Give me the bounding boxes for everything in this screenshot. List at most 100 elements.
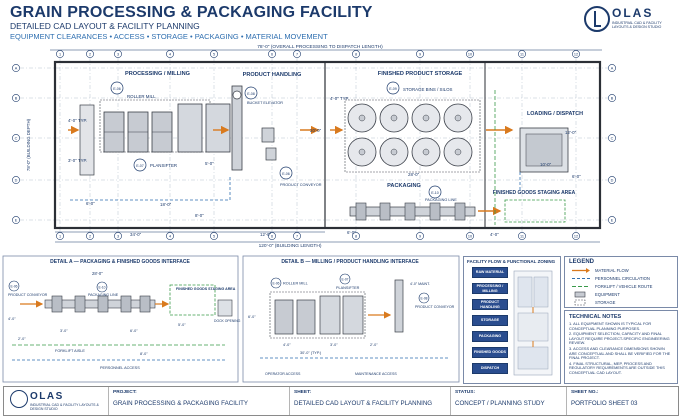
dim-4-bottom: 4'-0" — [490, 232, 499, 237]
grid-label: 2 — [89, 53, 91, 57]
grid-label: 12 — [574, 53, 578, 57]
technical-notes: TECHNICAL NOTES 1. ALL EQUIPMENT SHOWN I… — [564, 310, 678, 384]
detail-a-personnel: PERSONNEL ACCESS — [100, 366, 140, 370]
grid-bubble — [572, 232, 580, 240]
silo-outlet — [358, 148, 366, 156]
grid-label: 11 — [520, 235, 524, 239]
truck — [525, 133, 563, 167]
title-block-status: STATUS: CONCEPT / PLANNING STUDY — [451, 387, 567, 415]
dim-6-loading: 6'-0" — [572, 174, 581, 179]
grid-label: D — [15, 179, 18, 183]
grid-bubble — [608, 94, 616, 102]
grid-bubble — [268, 232, 276, 240]
flow-step-finished: FINISHED GOODS — [472, 347, 508, 358]
grid-bubble — [114, 50, 122, 58]
grid-label: 11 — [520, 53, 524, 57]
detail-b-sifter-name: PLANSIFTER — [336, 286, 360, 290]
grid-bubble — [572, 50, 580, 58]
grid-label: 1 — [59, 235, 61, 239]
grid-bubble — [268, 50, 276, 58]
grid-bubble — [608, 134, 616, 142]
grid-bubble — [86, 232, 94, 240]
dim-12-loading: 12'-0" — [565, 130, 577, 135]
flow-zone-diagram — [513, 270, 553, 376]
grid-label: 2 — [89, 235, 91, 239]
page-tagline: EQUIPMENT CLEARANCES • ACCESS • STORAGE … — [10, 32, 328, 41]
grid-bubble — [466, 232, 474, 240]
dim-12: 12'-0" — [260, 232, 272, 237]
grid-bubble — [12, 216, 20, 224]
detail-b-dim-4: 4'-0" — [283, 343, 291, 347]
note-3: 3. ACCESS AND CLEARANCE DIMENSIONS SHOWN… — [569, 345, 671, 361]
silo-outlet — [454, 148, 462, 156]
e08-tag-bubble — [244, 86, 258, 100]
packaging-unit — [355, 202, 367, 221]
zone-processing: PROCESSING / MILLING — [125, 71, 190, 77]
detail-b-mill-tag: E-06 — [273, 282, 280, 286]
packaging-unit — [429, 202, 441, 221]
flow-step-handling: PRODUCT HANDLING — [472, 299, 508, 310]
grid-label: C — [15, 137, 18, 141]
detail-a-conveyor-tag: E-06 — [11, 285, 18, 289]
title-block-sheet-no: SHEET NO.: PORTFOLIO SHEET 03 — [571, 390, 638, 407]
detail-a-unit — [97, 295, 109, 313]
note-2: 2. EQUIPMENT SELECTION, CAPACITY AND FIN… — [569, 331, 670, 346]
zone-loading: LOADING / DISPATCH — [527, 111, 583, 117]
title-block-logo-tag: INDUSTRIAL CAD & FACILITY LAYOUTS & DESI… — [30, 403, 99, 411]
grid-bubble — [210, 50, 218, 58]
flow-panel: FACILITY FLOW & FUNCTIONAL ZONING RAW MA… — [463, 256, 561, 384]
title-block-logo-icon — [10, 390, 28, 408]
grid-bubble — [12, 134, 20, 142]
detail-a-units — [51, 295, 151, 313]
legend-material-flow: MATERIAL FLOW — [571, 267, 675, 274]
grid-label: B — [15, 97, 18, 101]
detail-b-conveyor — [394, 279, 404, 333]
packaging-unit — [404, 202, 416, 221]
grid-bubble — [12, 94, 20, 102]
personnel-route — [70, 175, 231, 201]
handling-unit-2 — [265, 147, 277, 161]
dim-4-typ: 4'-0" TYP. — [330, 96, 349, 101]
note-1: 1. ALL EQUIPMENT SHOWN IS TYPICAL FOR CO… — [569, 321, 652, 331]
detail-b-dim-2: 2'-0" — [370, 343, 378, 347]
grid-bubble — [114, 232, 122, 240]
dim-5: 5'-0" — [205, 161, 214, 166]
grid-bubble — [166, 232, 174, 240]
grid-label: 9 — [419, 53, 421, 57]
dim-10: 10'-0" — [540, 162, 552, 167]
detail-b-dim-maint: 4'-0" MAINT. — [410, 282, 430, 286]
detail-a-dim-3: 3'-0" — [60, 329, 68, 333]
silo-outlet — [390, 148, 398, 156]
e10-tag-bubble — [428, 185, 442, 199]
logo-tagline: INDUSTRIAL CAD & FACILITY LAYOUTS & DESI… — [612, 21, 662, 30]
grid-bubble — [12, 64, 20, 72]
company-logo: OLAS INDUSTRIAL CAD & FACILITY LAYOUTS &… — [584, 6, 674, 34]
silo-outlet — [358, 114, 366, 122]
grid-bubble — [12, 176, 20, 184]
detail-b-equipment-bay — [269, 291, 366, 339]
detail-a-staging-label: FINISHED GOODS STAGING AREA — [176, 287, 236, 291]
title-block-project: PROJECT: GRAIN PROCESSING & PACKAGING FA… — [109, 387, 290, 415]
grid-bubble — [608, 176, 616, 184]
grid-label: 10 — [468, 53, 472, 57]
packaging-unit — [379, 202, 391, 221]
grid-label: B — [611, 97, 614, 101]
detail-b-dim-6: 6'-0" — [248, 315, 256, 319]
logo-mark-icon — [584, 6, 610, 32]
e06b-tag-bubble — [279, 166, 293, 180]
packaging-units — [355, 202, 466, 221]
zone-staging: FINISHED GOODS STAGING AREA — [493, 190, 576, 196]
grid-bubble — [86, 50, 94, 58]
note-4: 4. FINAL STRUCTURAL, MEP, PROCESS AND RE… — [569, 360, 665, 375]
e09-name: STORAGE BINS / SILOS — [403, 87, 453, 92]
flow-step-storage: STORAGE — [472, 315, 508, 326]
grid-bubble — [608, 64, 616, 72]
detail-a-dim-28: 28'-0" — [92, 271, 103, 276]
dim-3-typ: 3'-0" TYP. — [68, 158, 87, 163]
grid-label: 6 — [271, 53, 273, 57]
flow-step-raw: RAW MATERIAL — [472, 267, 508, 278]
dim-20: 20'-0" — [310, 128, 322, 133]
e09-tag: E-09 — [389, 87, 397, 91]
